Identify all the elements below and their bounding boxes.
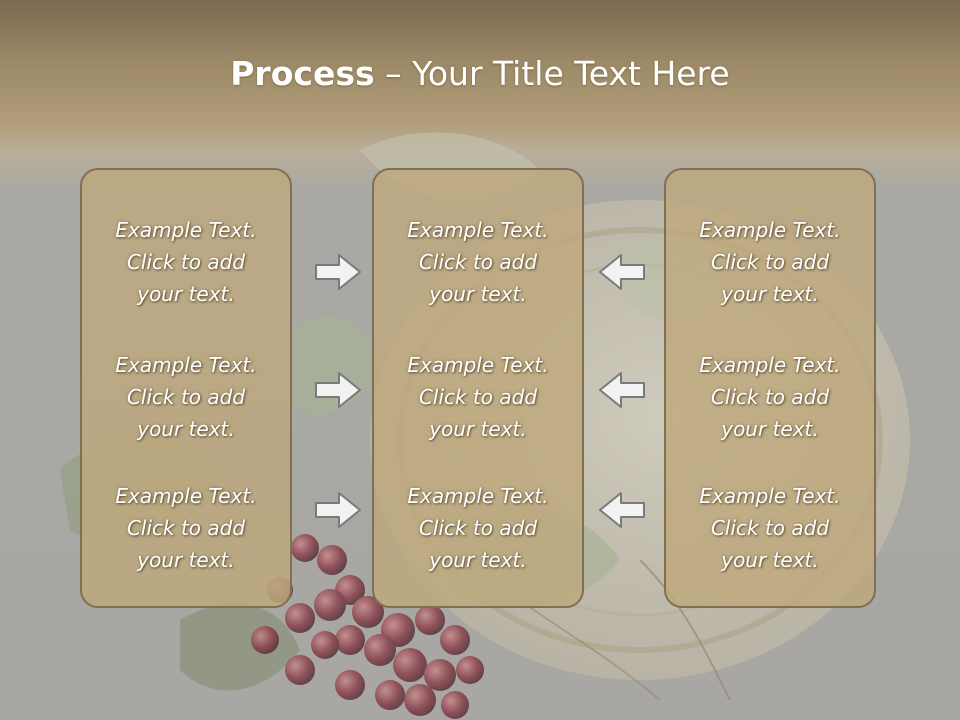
text-item[interactable]: Example Text. Click to add your text.	[82, 214, 290, 310]
slide-title[interactable]: Process – Your Title Text Here	[0, 52, 960, 96]
text-line: Click to add	[710, 516, 830, 540]
text-line: Example Text.	[115, 218, 257, 242]
text-item[interactable]: Example Text. Click to add your text.	[82, 480, 290, 576]
process-box-center[interactable]: Example Text. Click to add your text. Ex…	[372, 168, 584, 608]
arrow-right-icon	[315, 372, 361, 408]
text-line: Example Text.	[407, 484, 549, 508]
text-line: your text.	[429, 417, 527, 441]
text-item[interactable]: Example Text. Click to add your text.	[666, 480, 874, 576]
text-line: your text.	[137, 548, 235, 572]
text-line: your text.	[137, 282, 235, 306]
text-line: Click to add	[418, 516, 538, 540]
arrow-left-icon	[599, 492, 645, 528]
text-line: Example Text.	[115, 484, 257, 508]
slide-title-bold: Process	[230, 54, 375, 93]
text-line: Example Text.	[407, 353, 549, 377]
text-item[interactable]: Example Text. Click to add your text.	[374, 214, 582, 310]
text-line: your text.	[721, 548, 819, 572]
arrow-right-icon	[315, 254, 361, 290]
process-box-left[interactable]: Example Text. Click to add your text. Ex…	[80, 168, 292, 608]
text-line: Click to add	[126, 516, 246, 540]
text-item[interactable]: Example Text. Click to add your text.	[666, 214, 874, 310]
text-line: your text.	[137, 417, 235, 441]
text-line: Click to add	[418, 385, 538, 409]
arrow-left-icon	[599, 254, 645, 290]
text-line: Example Text.	[699, 353, 841, 377]
text-line: your text.	[721, 282, 819, 306]
text-item[interactable]: Example Text. Click to add your text.	[374, 480, 582, 576]
text-line: your text.	[429, 282, 527, 306]
text-line: Click to add	[710, 385, 830, 409]
text-line: Example Text.	[699, 484, 841, 508]
text-line: Example Text.	[115, 353, 257, 377]
text-line: Click to add	[418, 250, 538, 274]
text-line: Click to add	[126, 385, 246, 409]
text-line: Click to add	[710, 250, 830, 274]
process-box-right[interactable]: Example Text. Click to add your text. Ex…	[664, 168, 876, 608]
arrow-right-icon	[315, 492, 361, 528]
text-item[interactable]: Example Text. Click to add your text.	[666, 349, 874, 445]
text-item[interactable]: Example Text. Click to add your text.	[82, 349, 290, 445]
slide-title-rest: – Your Title Text Here	[374, 54, 730, 93]
text-line: Example Text.	[699, 218, 841, 242]
text-line: Click to add	[126, 250, 246, 274]
arrow-left-icon	[599, 372, 645, 408]
text-line: your text.	[429, 548, 527, 572]
text-line: your text.	[721, 417, 819, 441]
text-item[interactable]: Example Text. Click to add your text.	[374, 349, 582, 445]
text-line: Example Text.	[407, 218, 549, 242]
